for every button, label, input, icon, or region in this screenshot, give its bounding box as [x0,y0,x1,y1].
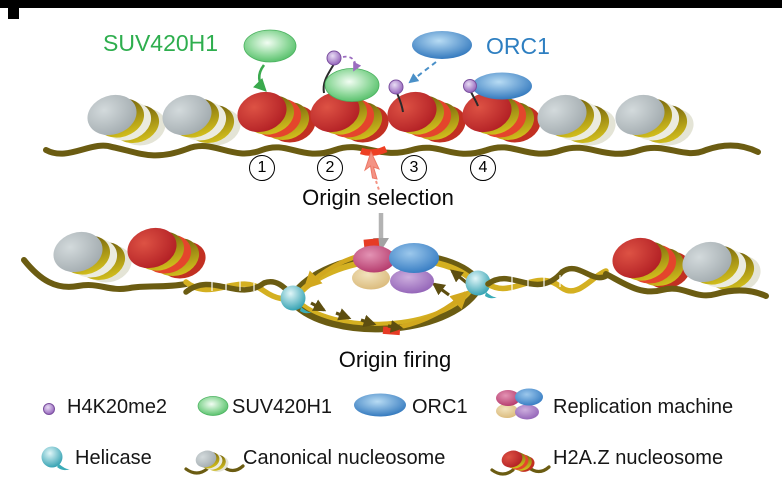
dna-strand [603,271,769,299]
step-circle-3: 3 [401,155,427,181]
step-circle-2: 2 [317,155,343,181]
helicase-left [280,285,312,314]
replication-bubble [280,238,497,336]
canonical-nucleosome [532,88,621,152]
dna-twist-left [183,279,297,302]
helicase-right [465,270,497,299]
legend-icons [41,388,551,476]
h2az-nucleosome-icon [490,447,551,476]
crop-top-bar [0,0,782,8]
legend-label-h4k20me2: H4K20me2 [67,396,168,418]
orc1-bound-ellipse [472,72,532,100]
step-circle-4: 4 [470,155,496,181]
histone-tail [322,63,335,94]
canonical-nucleosome [48,225,137,289]
orc1-ellipse-icon [354,393,406,417]
replication-direction-arrows [310,269,468,333]
canonical-nucleosome-icon [184,447,245,475]
legend-label-canonical-nucleosome: Canonical nucleosome [243,447,446,469]
h2az-nucleosome-1 [232,85,321,149]
suv420h1-bound-ellipse [324,68,380,102]
legend-label-replication-machine: Replication machine [553,396,734,418]
dna-strand [43,142,761,159]
origin-selection-label: Origin selection [302,185,454,210]
histone-tail [396,92,404,113]
helicase-icon [41,446,70,471]
crop-panel-tab [8,0,19,19]
dna-strand [21,257,189,292]
histone-tail [470,91,479,107]
step-circle-1: 1 [249,155,275,181]
legend-label-h2az-nucleosome: H2A.Z nucleosome [553,447,724,469]
legend-label-suv420h1: SUV420H1 [232,396,333,418]
origin-firing-row [21,221,769,336]
orc1-label: ORC1 [486,33,550,59]
suv420h1-free-ellipse [243,29,297,63]
h4k20me2-dot [463,79,477,93]
suv420h1-label: SUV420H1 [103,30,219,56]
canonical-nucleosome [157,88,246,152]
h2az-nucleosome [122,221,211,285]
h4k20me2-dot [388,79,404,95]
h4k20me2-dot [326,50,342,66]
h2az-nucleosome-3 [382,85,471,149]
orc1-free-ellipse [412,31,472,59]
origin-selection-row [43,29,761,191]
origin-pointer-cursor [364,150,380,191]
canonical-nucleosome [82,88,171,152]
rightward-replication-arrow [399,290,469,330]
replication-machine [352,243,439,294]
suv420h1-ellipse-icon [197,396,229,416]
legend-label-helicase: Helicase [75,447,152,469]
origin-firing-label: Origin firing [338,347,452,372]
h4k20me2-dot-icon [43,403,55,415]
selected-origin-mark [359,146,388,156]
replication-machine-icon [496,388,543,420]
suv420h1-binding-arrow [253,64,267,92]
orc1-recruitment-arrow [408,61,437,84]
legend-label-orc1: ORC1 [412,396,468,418]
methylation-arrow [342,55,362,72]
dna-twist-right [485,265,609,294]
canonical-nucleosome [610,88,699,152]
